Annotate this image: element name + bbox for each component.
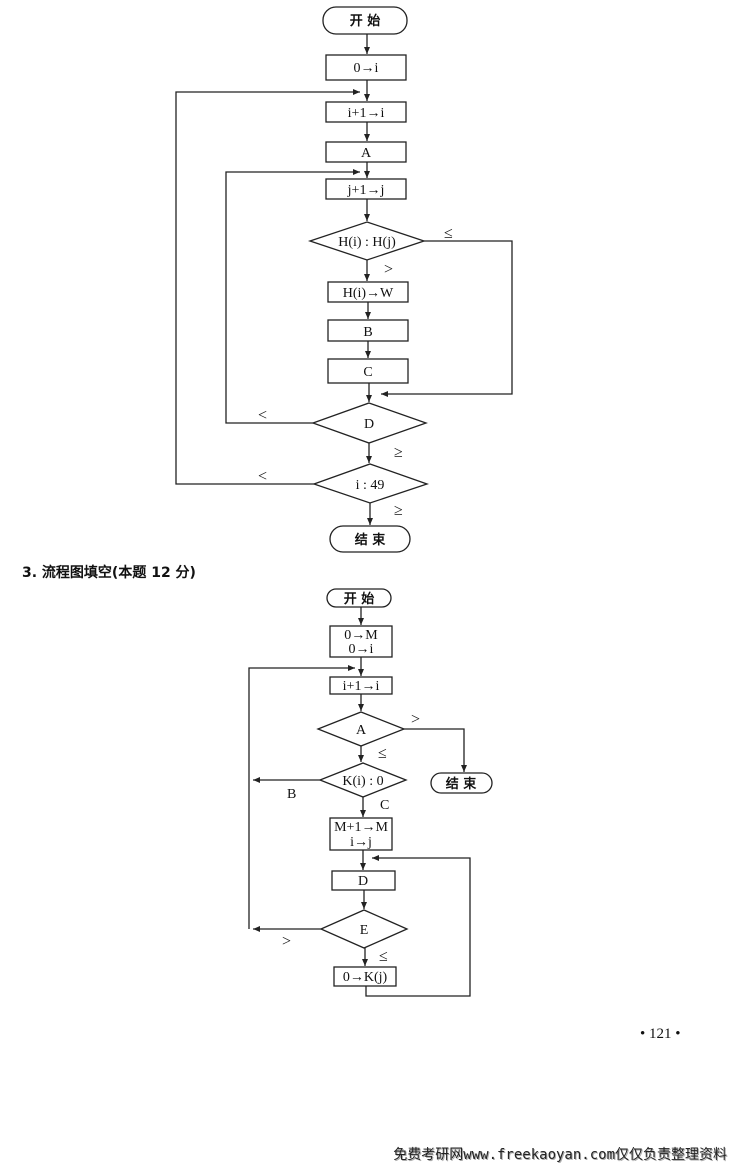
step-c-label: C [363, 365, 372, 380]
i49-ge-label: ≥ [394, 502, 403, 519]
step-a-box [325, 141, 407, 163]
inner-loop-line [225, 169, 360, 424]
init-box [329, 625, 393, 658]
step-c-box [327, 358, 409, 384]
cond-a-label: A [356, 723, 367, 738]
k-label-c: C [380, 798, 389, 813]
compare-label: H(i) : H(j) [338, 235, 396, 250]
inc-i-box [329, 676, 393, 695]
gt-label: > [384, 261, 393, 278]
inc-i-box [325, 101, 407, 123]
cond-d-label: D [364, 417, 374, 432]
cond-i49-diamond [312, 463, 430, 504]
cond-a-diamond [316, 711, 406, 747]
footer-watermark: 免费考研网www.freekaoyan.com仅仅负责整理资料 [393, 1147, 727, 1163]
flowchart-2: 开 始 0→M 0→i i+1→i A > ≤ 结 束 K(i) : 0 B C… [248, 588, 493, 997]
start-label: 开 始 [350, 13, 381, 29]
step-d-box [331, 870, 396, 891]
inc-m-box [329, 817, 393, 851]
assign-w-box [327, 281, 409, 303]
reset-k-box [333, 966, 397, 987]
cond-k-diamond [318, 762, 408, 798]
e-gt-label: > [282, 933, 291, 950]
cond-e-diamond [319, 909, 409, 949]
inc-j-box [325, 178, 407, 200]
end-label: 结 束 [355, 532, 387, 548]
end-terminal [329, 525, 411, 553]
page-number: • 121 • [640, 1026, 681, 1042]
end-label: 结 束 [446, 776, 478, 792]
cond-d-diamond [311, 402, 428, 444]
d-lt-label: < [258, 407, 267, 424]
end-terminal [430, 772, 493, 794]
cond-i49-label: i : 49 [356, 478, 385, 493]
inc-j-label: j+1→j [347, 183, 385, 198]
outer-loop-line [175, 89, 360, 485]
reset-k-label: 0→K(j) [343, 970, 388, 985]
inner-loop-line [365, 855, 471, 997]
i49-lt-label: < [258, 468, 267, 485]
inc-m-label: M+1→M [334, 820, 388, 835]
init-label: 0→i [354, 61, 379, 76]
start-terminal [326, 588, 392, 608]
assign-w-label: H(i)→W [343, 286, 394, 301]
init-box [325, 54, 407, 81]
start-label: 开 始 [344, 591, 375, 607]
step-d-label: D [358, 874, 368, 889]
compare-diamond [307, 221, 427, 261]
d-ge-label: ≥ [394, 444, 403, 461]
a-le-label: ≤ [378, 745, 387, 762]
e-le-label: ≤ [379, 948, 388, 965]
init-m-label: 0→M [344, 628, 378, 643]
step-b-label: B [363, 325, 372, 340]
k-label-b: B [287, 787, 296, 802]
cond-k-label: K(i) : 0 [342, 774, 383, 789]
question-heading: 3. 流程图填空(本题 12 分) [22, 565, 196, 581]
inc-i-label: i+1→i [348, 106, 385, 121]
outer-loop-line [248, 665, 355, 929]
init-i-label: 0→i [349, 642, 374, 657]
a-gt-branch-line [404, 728, 467, 772]
cond-e-label: E [360, 923, 369, 938]
le-branch-line [381, 240, 513, 397]
start-terminal [322, 6, 408, 35]
a-gt-label: > [411, 711, 420, 728]
assign-j-label: i→j [350, 835, 372, 850]
inc-i-label: i+1→i [343, 679, 380, 694]
step-a-label: A [361, 146, 372, 161]
le-label: ≤ [444, 225, 453, 242]
flowchart-1: 开 始 0→i i+1→i A j+1→j H(i) : H(j) ≤ > H(… [175, 6, 513, 553]
step-b-box [327, 319, 409, 342]
